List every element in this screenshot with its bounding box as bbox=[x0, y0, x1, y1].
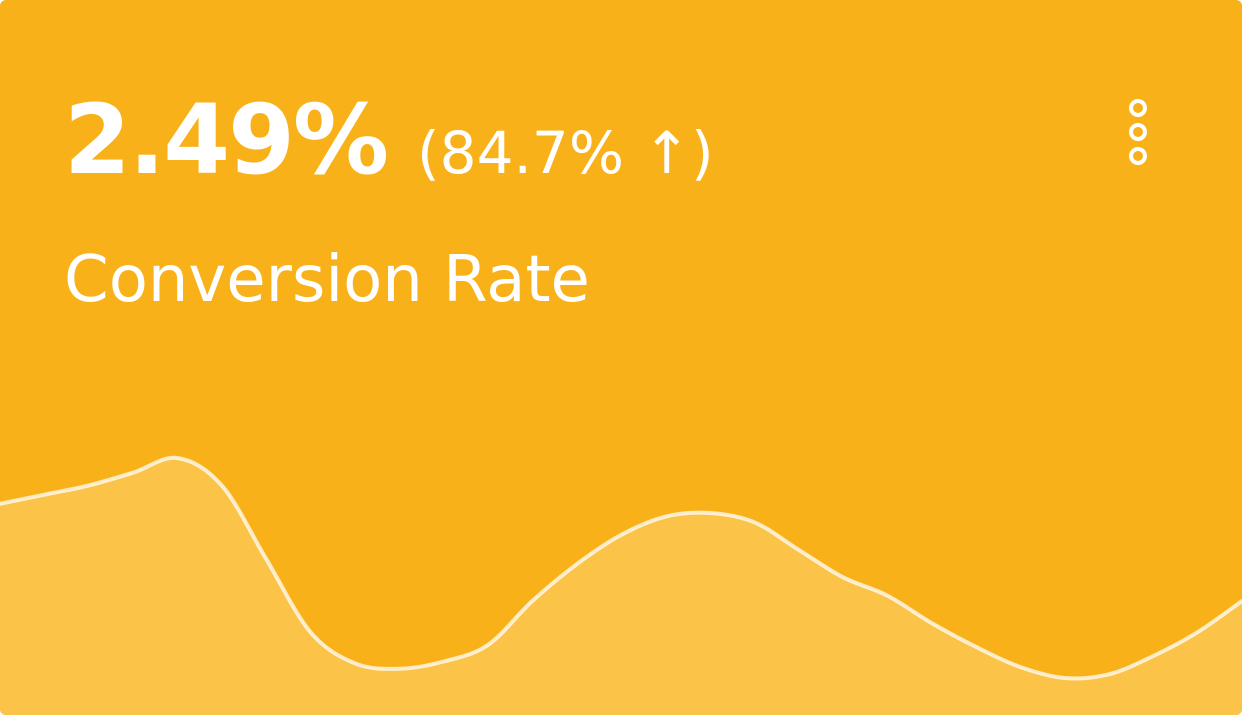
metric-value: 2.49% bbox=[64, 84, 389, 196]
metric-label: Conversion Rate bbox=[64, 243, 590, 317]
more-vertical-icon bbox=[1129, 99, 1147, 165]
metric-change: (84.7% ↑) bbox=[417, 119, 714, 187]
more-options-button[interactable] bbox=[1116, 96, 1160, 172]
sparkline-line bbox=[0, 455, 1242, 681]
sparkline-area bbox=[0, 457, 1242, 715]
value-row: 2.49% (84.7% ↑) bbox=[64, 92, 714, 188]
